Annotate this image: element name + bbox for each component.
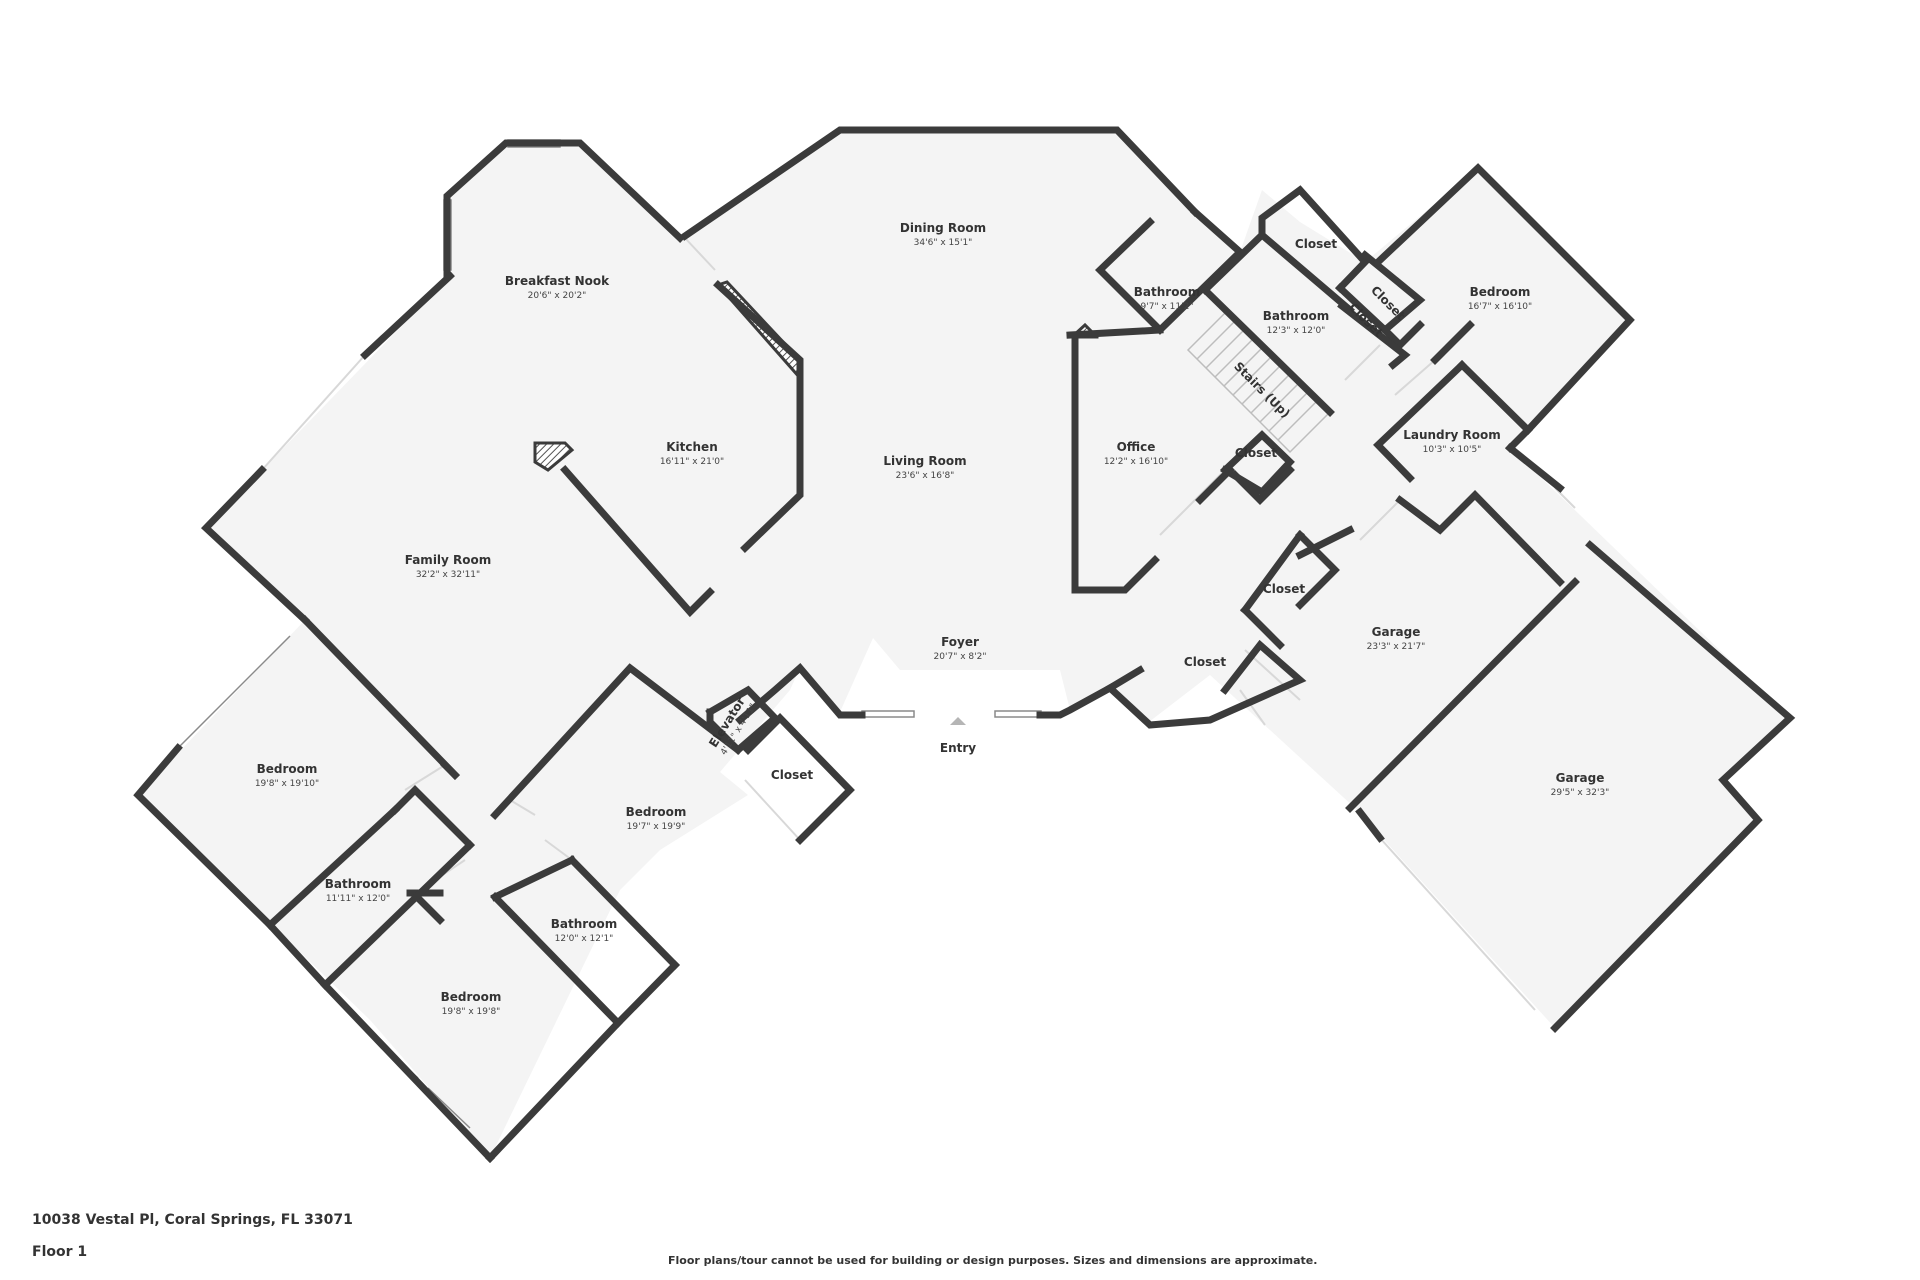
- window-bedroom-west: [177, 635, 291, 749]
- room-label-bedroom-west: Bedroom: [257, 762, 318, 776]
- property-address: 10038 Vestal Pl, Coral Springs, FL 33071: [32, 1212, 353, 1228]
- entry-label: Entry: [940, 741, 976, 755]
- room-label-bathroom-office: Bathroom: [1134, 285, 1200, 299]
- window-entry-left: [861, 710, 915, 718]
- room-dims-laundry: 10'3" x 10'5": [1423, 445, 1482, 455]
- room-label-garage-small: Garage: [1372, 625, 1421, 639]
- floor-fills: [138, 130, 1790, 1158]
- room-dims-bathroom-stairs: 12'3" x 12'0": [1267, 326, 1326, 336]
- room-label-bedroom-south: Bedroom: [441, 990, 502, 1004]
- room-dims-bedroom-center: 19'7" x 19'9": [627, 822, 686, 832]
- room-dims-bathroom-office: 9'7" x 11'2": [1141, 302, 1194, 312]
- room-label-foyer: Foyer: [941, 635, 979, 649]
- room-label-bathroom-center: Bathroom: [551, 917, 617, 931]
- room-label-garage-large: Garage: [1556, 771, 1605, 785]
- room-dims-foyer: 20'7" x 8'2": [934, 652, 987, 662]
- room-label-kitchen: Kitchen: [666, 440, 718, 454]
- closet-label-top: Closet: [1295, 237, 1337, 251]
- island-hatch: [533, 441, 575, 472]
- room-dims-dining: 34'6" x 15'1": [914, 238, 973, 248]
- floor-label: Floor 1: [32, 1244, 88, 1260]
- room-label-breakfast-nook: Breakfast Nook: [505, 274, 610, 288]
- room-dims-garage-small: 23'3" x 21'7": [1367, 642, 1426, 652]
- room-dims-family: 32'2" x 32'11": [416, 570, 480, 580]
- closet-label-garage: Closet: [1263, 582, 1305, 596]
- room-label-bathroom-west: Bathroom: [325, 877, 391, 891]
- room-dims-kitchen: 16'11" x 21'0": [660, 457, 724, 467]
- room-dims-bedroom-south: 19'8" x 19'8": [442, 1007, 501, 1017]
- room-dims-garage-large: 29'5" x 32'3": [1551, 788, 1610, 798]
- room-label-dining: Dining Room: [900, 221, 986, 235]
- room-label-laundry: Laundry Room: [1403, 428, 1501, 442]
- window-bedroom-south-2: [427, 1087, 471, 1129]
- walls: [133, 126, 1796, 1163]
- room-dims-bathroom-west: 11'11" x 12'0": [326, 894, 390, 904]
- room-dims-breakfast-nook: 20'6" x 20'2": [528, 291, 587, 301]
- closet-label-center: Closet: [771, 768, 813, 782]
- room-label-bathroom-stairs: Bathroom: [1263, 309, 1329, 323]
- main-floor-area: [138, 130, 1790, 1158]
- closet-label-office: Closet: [1235, 446, 1277, 460]
- window-entry-right: [994, 710, 1042, 718]
- room-label-office: Office: [1117, 440, 1156, 454]
- room-label-family: Family Room: [405, 553, 492, 567]
- room-label-bedroom-east: Bedroom: [1470, 285, 1531, 299]
- room-dims-bedroom-west: 19'8" x 19'10": [255, 779, 319, 789]
- disclaimer-text: Floor plans/tour cannot be used for buil…: [668, 1254, 1318, 1267]
- room-label-bedroom-center: Bedroom: [626, 805, 687, 819]
- room-dims-bathroom-center: 12'0" x 12'1": [555, 934, 614, 944]
- room-dims-living: 23'6" x 16'8": [896, 471, 955, 481]
- closet-label-lower: Closet: [1184, 655, 1226, 669]
- room-label-living: Living Room: [883, 454, 966, 468]
- room-dims-bedroom-east: 16'7" x 16'10": [1468, 302, 1532, 312]
- entry-arrow-icon: [950, 717, 966, 725]
- room-dims-office: 12'2" x 16'10": [1104, 457, 1168, 467]
